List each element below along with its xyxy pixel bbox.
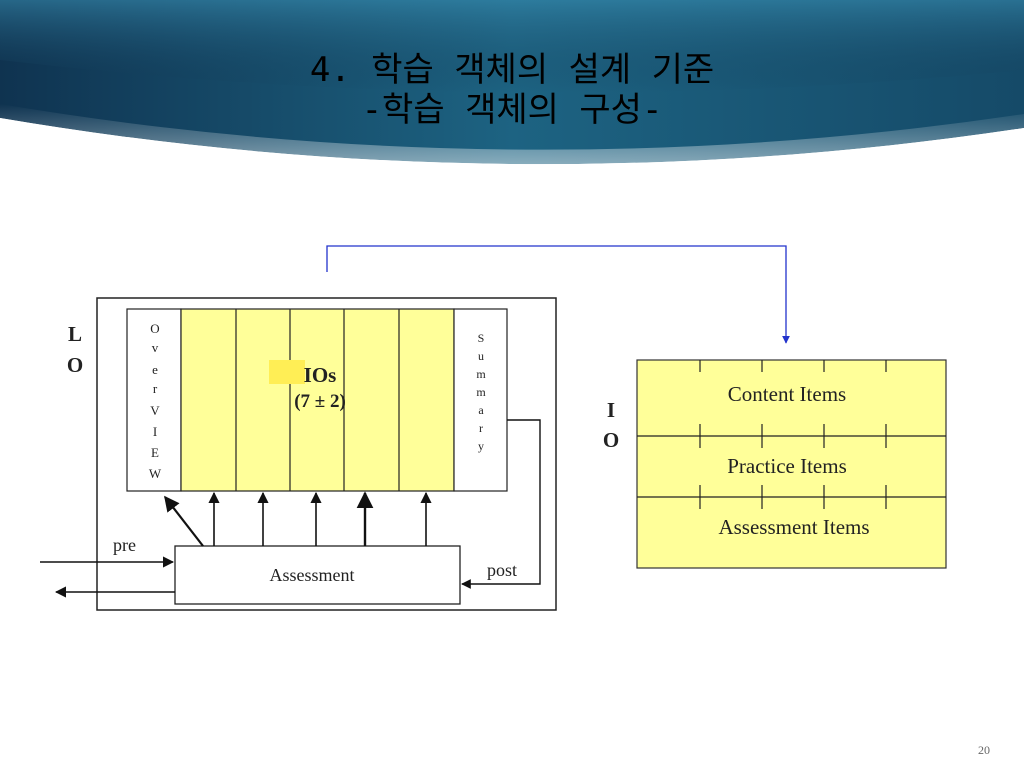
- summary-letter: a: [478, 403, 484, 417]
- assessment-label: Assessment: [270, 565, 355, 585]
- summary-letter: y: [478, 439, 484, 453]
- ios-highlight: [269, 360, 305, 384]
- feedback-arrows: [164, 491, 432, 547]
- io-row-assessment-items: Assessment Items: [718, 515, 869, 539]
- summary-letter: m: [476, 385, 486, 399]
- io-row-content-items: Content Items: [728, 382, 846, 406]
- io-label-top: I: [607, 398, 615, 422]
- ios-section: [180, 308, 455, 492]
- post-label: post: [487, 560, 517, 580]
- summary-section: [453, 308, 508, 492]
- pre-label: pre: [113, 535, 136, 555]
- page-number: 20: [978, 743, 990, 757]
- overview-section: [126, 308, 182, 492]
- io-label-bottom: O: [603, 428, 619, 452]
- overview-label: O v e r V I E W: [149, 321, 162, 481]
- summary-letter: r: [479, 421, 483, 435]
- title-banner: [0, 0, 1024, 178]
- overview-letter: r: [153, 381, 158, 396]
- overview-letter: e: [152, 362, 158, 377]
- summary-letter: S: [478, 331, 485, 345]
- slide-title: 4. 학습 객체의 설계 기준 -학습 객체의 구성-: [0, 50, 1024, 130]
- overview-letter: O: [150, 321, 159, 336]
- overview-letter: E: [151, 445, 159, 460]
- slide-title-line-1: 4. 학습 객체의 설계 기준: [309, 50, 715, 90]
- ios-label: IOs: [304, 363, 337, 387]
- lo-component-strip: [126, 308, 508, 492]
- io-panel: [636, 359, 947, 569]
- overview-feedback-arrow: [164, 495, 204, 547]
- io-tick-marks: [699, 360, 887, 509]
- overview-letter: W: [149, 466, 162, 481]
- io-row-practice-items: Practice Items: [727, 454, 847, 478]
- lo-label-bottom: O: [67, 353, 83, 377]
- summary-letter: u: [478, 349, 484, 363]
- summary-letter: m: [476, 367, 486, 381]
- overview-letter: v: [152, 340, 159, 355]
- post-arrow: [461, 419, 541, 589]
- assessment-box: [174, 545, 461, 605]
- banner-graphic: [0, 0, 1024, 178]
- lo-label-top: L: [68, 322, 82, 346]
- slide-title-line-2: -학습 객체의 구성-: [361, 90, 663, 130]
- lo-to-io-connector: [326, 245, 790, 344]
- ios-count: (7 ± 2): [294, 391, 346, 412]
- overview-letter: V: [150, 403, 160, 418]
- overview-letter: I: [153, 424, 157, 439]
- summary-label: S u m m a r y: [476, 331, 486, 453]
